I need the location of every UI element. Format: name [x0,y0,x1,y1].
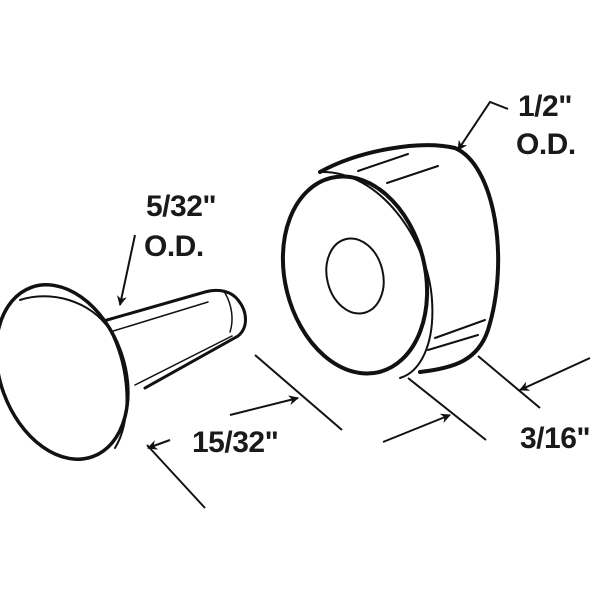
spacer-od-suffix-label: O.D. [516,128,576,161]
spacer-od-value-label: 1/2" [518,90,572,123]
spacer-od-leader-arrow [457,100,509,151]
dimension-lines [116,100,591,509]
pin-od-suffix-label: O.D. [144,230,204,263]
spacer-thickness-arrow-left [382,413,451,443]
pin-length-label: 15/32" [192,426,279,459]
pin-illustration [0,283,247,461]
pin-od-value-label: 5/32" [146,190,217,223]
pin-length-arrow-left [147,439,171,450]
pin-length-arrow-right [229,395,299,416]
spacer-thickness-label: 3/16" [520,422,591,455]
spacer-illustration [280,143,501,379]
spacer-thickness-arrow-right [519,357,591,391]
pin-od-leader-arrow [116,234,136,306]
